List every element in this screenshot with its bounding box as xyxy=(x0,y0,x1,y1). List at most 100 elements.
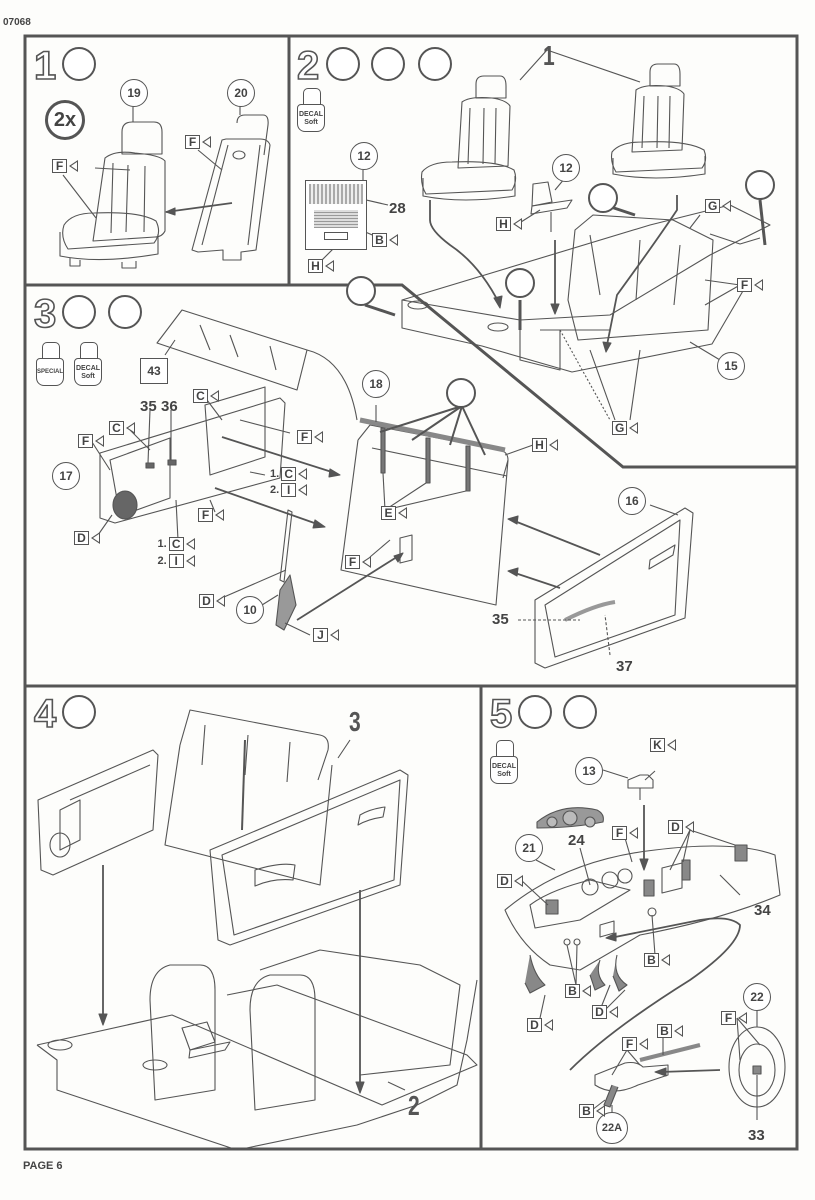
color-flag-b: B xyxy=(372,232,398,247)
door-assembly-right-drawing xyxy=(209,769,409,946)
paint-sequence-upper: 1.C xyxy=(270,466,308,481)
color-flag-k: K xyxy=(650,737,676,752)
step-5-panel xyxy=(479,684,799,1151)
subassembly-number: 1 xyxy=(543,40,555,71)
headlight-switch-13-drawing xyxy=(627,774,654,800)
color-flag-f: F xyxy=(297,429,323,444)
paint-sequence-lower: 1.C xyxy=(158,536,195,551)
step-1-number: 1 xyxy=(33,44,57,88)
decal-grid xyxy=(314,210,358,228)
part-number-34: 34 xyxy=(754,902,771,919)
step-4-number: 4 xyxy=(33,692,57,736)
part-number-37: 37 xyxy=(616,658,633,675)
part-callout-19: 19 xyxy=(120,79,148,107)
step-2-panel xyxy=(25,34,799,469)
dashboard-21-drawing xyxy=(504,844,781,994)
decal-strip xyxy=(309,184,363,204)
color-flag-f: F xyxy=(622,1036,648,1051)
color-flag-e: E xyxy=(381,505,407,520)
floor-pan-drawing xyxy=(401,204,771,373)
door-panel-17-drawing xyxy=(99,386,286,524)
color-flag-h: H xyxy=(532,437,558,452)
glue-tube-icon xyxy=(62,695,96,729)
color-flag-h: H xyxy=(308,258,334,273)
part-number-35: 35 xyxy=(492,611,509,628)
color-flag-b: B xyxy=(644,952,670,967)
hobby-knife-icon xyxy=(418,47,452,81)
window-glass-43-drawing xyxy=(156,309,358,421)
glue-tube-icon xyxy=(62,47,96,81)
part-box-43: 43 xyxy=(140,358,168,384)
part-callout-12: 12 xyxy=(552,154,580,182)
remove-part-icon xyxy=(505,268,535,298)
decal-water-icon xyxy=(563,695,597,729)
part-number-24: 24 xyxy=(568,832,585,849)
step-2-number: 2 xyxy=(296,44,320,88)
steering-column-22a-drawing xyxy=(594,1043,701,1108)
floor-assembly-drawing xyxy=(36,949,478,1151)
decal-rect xyxy=(324,232,348,240)
color-flag-c: C xyxy=(193,388,219,403)
part-number-36: 36 xyxy=(161,398,178,415)
color-flag-g: G xyxy=(705,198,732,213)
remove-part-icon xyxy=(588,183,618,213)
color-flag-d: D xyxy=(497,873,523,888)
decal-water-icon xyxy=(108,295,142,329)
page-number: PAGE 6 xyxy=(23,1160,63,1172)
special-bottle: SPECIAL xyxy=(36,342,64,386)
remove-part-icon xyxy=(346,276,376,306)
color-flag-b: B xyxy=(565,983,591,998)
part-callout-18: 18 xyxy=(362,370,390,398)
color-flag-g: G xyxy=(612,420,639,435)
gauge-decal-24-drawing xyxy=(536,807,604,829)
part-number-33: 33 xyxy=(748,1127,765,1144)
glue-tube-icon xyxy=(518,695,552,729)
color-flag-h: H xyxy=(496,216,522,231)
color-flag-c: C xyxy=(109,420,135,435)
color-flag-f: F xyxy=(198,507,224,522)
part-callout-22: 22 xyxy=(743,983,771,1011)
color-flag-f: F xyxy=(612,825,638,840)
quantity-badge: 2x xyxy=(45,100,85,140)
part-callout-17: 17 xyxy=(52,462,80,490)
color-flag-d: D xyxy=(668,819,694,834)
front-seat-right-drawing xyxy=(610,63,707,179)
color-flag-d: D xyxy=(527,1017,553,1032)
seat-19-drawing xyxy=(59,121,166,269)
door-assembly-left-drawing xyxy=(37,749,159,876)
color-flag-d: D xyxy=(592,1004,618,1019)
part-number-28: 28 xyxy=(389,200,406,217)
step-3-panel xyxy=(23,285,799,688)
glue-tube-icon xyxy=(326,47,360,81)
document-code: 07068 xyxy=(3,17,31,28)
step-5-number: 5 xyxy=(489,692,513,736)
color-flag-b: B xyxy=(579,1103,605,1118)
color-flag-d: D xyxy=(199,593,225,608)
glue-tube-icon xyxy=(62,295,96,329)
part-callout-22a: 22A xyxy=(596,1112,628,1144)
remove-part-icon xyxy=(745,170,775,200)
part-number-35: 35 xyxy=(140,398,157,415)
part-callout-21: 21 xyxy=(515,834,543,862)
color-flag-f: F xyxy=(737,277,763,292)
part-callout-12: 12 xyxy=(350,142,378,170)
color-flag-j: J xyxy=(313,627,339,642)
part-callout-16: 16 xyxy=(618,487,646,515)
remove-part-icon xyxy=(446,378,476,408)
subassembly-2: 2 xyxy=(408,1090,420,1121)
decal-sheet xyxy=(305,180,367,250)
part-callout-13: 13 xyxy=(575,757,603,785)
gear-shifter-10-drawing xyxy=(275,509,297,631)
step-3-number: 3 xyxy=(33,292,57,336)
seat-back-20-drawing xyxy=(191,114,271,261)
partition-assembly-drawing xyxy=(164,709,333,886)
paint-sequence-lower-2: 2.I xyxy=(158,553,195,568)
part-callout-10: 10 xyxy=(236,596,264,624)
door-panel-16-drawing xyxy=(534,507,694,669)
color-flag-f: F xyxy=(78,433,104,448)
paint-sequence-upper-2: 2.I xyxy=(270,482,308,497)
